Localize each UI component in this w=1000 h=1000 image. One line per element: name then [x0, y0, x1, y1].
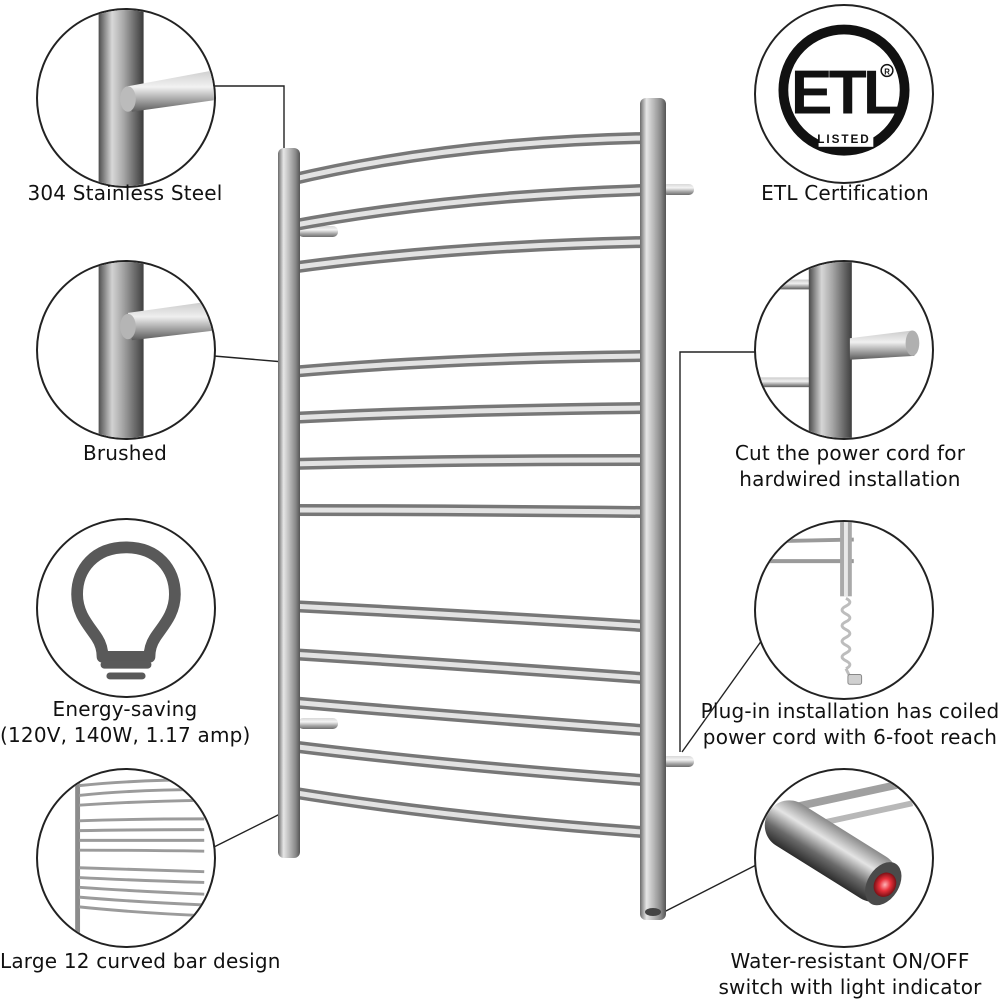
label-line: power cord with 6-foot reach	[702, 725, 998, 749]
label-line: Plug-in installation has coiled	[700, 699, 1000, 723]
etl-letters: ETL	[791, 58, 900, 128]
etl-listed: LISTED	[817, 133, 870, 146]
feature-cord-circle	[754, 520, 934, 700]
light-bulb-icon	[71, 541, 181, 680]
feature-steel-label: 304 Stainless Steel	[0, 180, 250, 206]
feature-cord-label: Plug-in installation has coiled power co…	[700, 698, 1000, 750]
feature-etl-circle: ETL LISTED R	[754, 4, 934, 184]
feature-switch-label: Water-resistant ON/OFF switch with light…	[700, 948, 1000, 1000]
curved-bars	[284, 132, 648, 838]
label-line: hardwired installation	[739, 467, 961, 491]
label-line: Large 12 curved bar design	[0, 949, 281, 973]
vertical-posts	[278, 98, 666, 920]
label-line: switch with light indicator	[718, 975, 982, 999]
label-line: Energy-saving	[52, 697, 198, 721]
brushed-tube-icon	[98, 262, 214, 438]
rack-thumbnail-icon	[75, 778, 205, 937]
label-line: Water-resistant ON/OFF	[730, 949, 970, 973]
feature-hardwire-circle	[754, 260, 934, 440]
hardwire-mount-icon	[756, 262, 920, 438]
feature-brushed-label: Brushed	[0, 440, 250, 466]
feature-brushed-circle	[36, 260, 216, 440]
feature-etl-label: ETL Certification	[720, 180, 970, 206]
label-line: Cut the power cord for	[734, 441, 966, 465]
label-line: (120V, 140W, 1.17 amp)	[0, 723, 251, 747]
feature-switch-circle	[754, 768, 934, 948]
coiled-cord-icon	[756, 522, 863, 685]
feature-hardwire-label: Cut the power cord for hardwired install…	[700, 440, 1000, 492]
etl-registered-mark: R	[884, 67, 890, 76]
feature-bars-label: Large 12 curved bar design	[0, 948, 280, 974]
label-line: 304 Stainless Steel	[27, 181, 223, 205]
feature-bars-circle	[36, 768, 216, 948]
etl-logo-icon: ETL LISTED R	[778, 24, 910, 156]
on-off-switch-icon	[764, 779, 914, 906]
callout-lines	[213, 85, 763, 915]
steel-tube-icon	[98, 10, 214, 186]
feature-steel-circle	[36, 8, 216, 188]
label-line: Brushed	[82, 441, 168, 465]
feature-energy-circle	[36, 518, 216, 698]
label-line: ETL Certification	[761, 181, 929, 205]
feature-energy-label: Energy-saving (120V, 140W, 1.17 amp)	[0, 696, 250, 748]
